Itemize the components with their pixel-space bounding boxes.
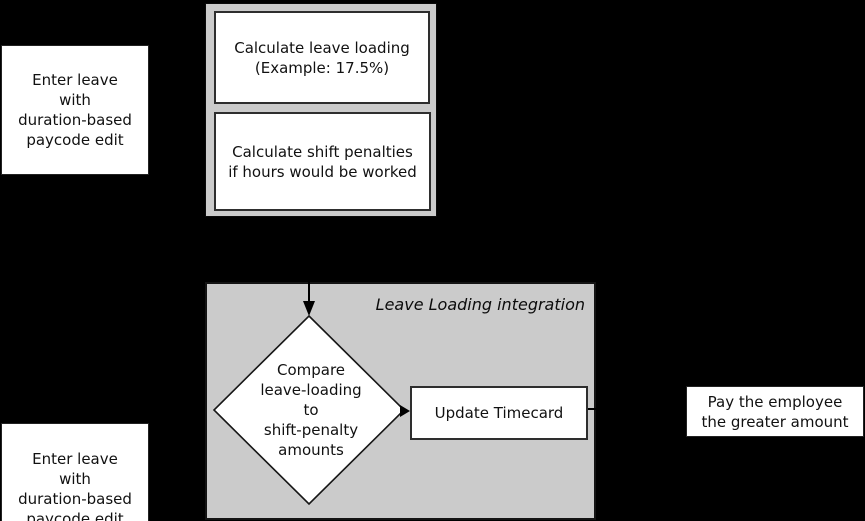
enter-leave-top-box: Enter leave with duration-based paycode … [1,45,149,175]
integration-panel-title: Leave Loading integration [375,295,585,314]
pay-employee-box: Pay the employee the greater amount [686,386,864,437]
arrow-right-icon [400,405,410,417]
calculation-panel: Calculate leave loading (Example: 17.5%)… [205,3,437,217]
calculate-leave-loading-box: Calculate leave loading (Example: 17.5%) [214,11,430,104]
connector-to-pay-line [588,408,686,410]
leave-loading-integration-panel: Leave Loading integration Compare leave-… [205,282,596,520]
compare-decision-text: Compare leave-loading to shift-penalty a… [260,361,362,459]
enter-leave-bottom-box: Enter leave with duration-based paycode … [1,423,149,521]
calculate-shift-penalties-box: Calculate shift penalties if hours would… [214,112,431,211]
update-timecard-box: Update Timecard [410,386,588,440]
flow-down-connector-line [308,218,310,302]
arrow-down-icon [303,301,315,316]
